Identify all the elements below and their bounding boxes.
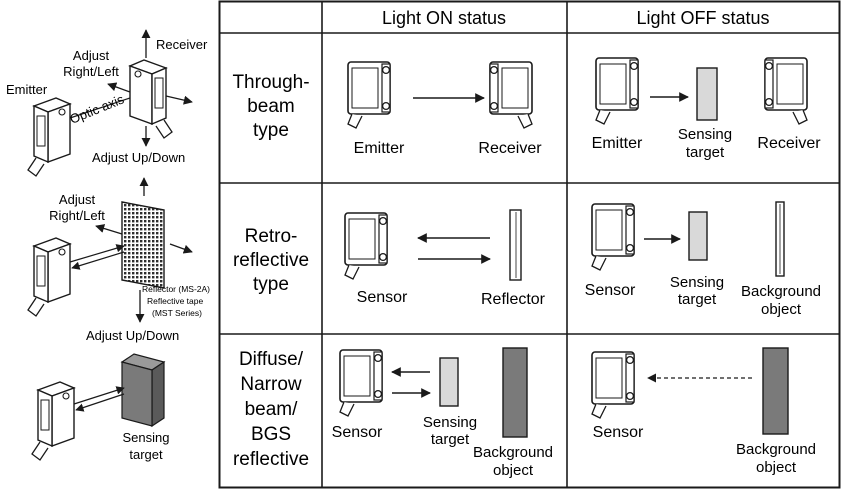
row-type-diffuse: Diffuse/ Narrow beam/ BGS reflective xyxy=(233,349,309,470)
emitted-beam-line xyxy=(73,386,125,405)
installation-guide-panel: Emitter Receiver Adjust Right/Left Optic… xyxy=(6,29,210,462)
adjust-lr-label: Right/Left xyxy=(63,64,119,79)
adjust-arrow-right xyxy=(165,95,193,105)
type-line: beam/ xyxy=(245,399,299,420)
diffuse-installation: Sensing target xyxy=(31,353,170,462)
type-line: reflective xyxy=(233,250,309,271)
through-beam-on: Emitter Receiver xyxy=(347,61,542,157)
background-label: Background xyxy=(473,444,553,461)
target-label: target xyxy=(431,431,470,448)
reflector xyxy=(509,209,522,281)
receiver-label: Receiver xyxy=(757,135,821,152)
header-light-on: Light ON status xyxy=(382,8,506,28)
sensor-icon xyxy=(591,203,635,271)
target-label: Sensing xyxy=(423,414,477,431)
sensing-target xyxy=(688,211,708,261)
sensing-target-block xyxy=(121,361,153,427)
type-line: BGS xyxy=(251,424,291,445)
sensor-label: Sensor xyxy=(357,289,408,306)
background-object xyxy=(762,347,789,435)
optic-axis-line xyxy=(69,97,131,119)
adjust-arrow-right xyxy=(169,243,193,254)
reflector-panel xyxy=(121,201,165,289)
sensor-label: Sensor xyxy=(585,282,636,299)
sensor-icon xyxy=(27,237,71,317)
background-label: Background xyxy=(736,441,816,458)
type-line: beam xyxy=(247,96,295,117)
reflector-label: Reflector xyxy=(481,291,546,308)
table-border xyxy=(218,0,841,489)
emitted-beam-line xyxy=(69,244,125,263)
reflector-note: (MST Series) xyxy=(152,308,202,318)
type-line: reflective xyxy=(233,449,309,470)
adjust-lr-label: Right/Left xyxy=(49,208,105,223)
sensing-target xyxy=(439,357,459,407)
adjust-lr-label: Adjust xyxy=(59,192,96,207)
reflector-note: Reflective tape xyxy=(147,296,203,306)
emitter-label: Emitter xyxy=(354,140,405,157)
emitter-sensor-icon xyxy=(27,97,71,177)
sensor-icon xyxy=(339,349,383,417)
adjust-arrow-left xyxy=(95,224,123,235)
adjust-ud-label: Adjust Up/Down xyxy=(86,328,179,343)
background-label: Background xyxy=(741,283,821,300)
background-label: object xyxy=(756,459,797,476)
type-line: Retro- xyxy=(245,226,298,247)
receiver-sensor-icon xyxy=(129,59,173,139)
background-label: object xyxy=(493,462,534,479)
background-object xyxy=(502,347,528,438)
sensor-icon xyxy=(31,381,75,461)
type-line: Narrow xyxy=(240,374,302,395)
row-type-through-beam: Through- beam type xyxy=(232,72,309,141)
target-label: Sensing xyxy=(670,274,724,291)
type-line: type xyxy=(253,274,289,295)
returned-beam-line xyxy=(71,251,125,270)
type-line: Diffuse/ xyxy=(239,349,304,370)
type-line: type xyxy=(253,120,289,141)
sensing-target-block xyxy=(151,360,165,428)
retro-reflective-off: Sensor Sensing target Background object xyxy=(585,201,821,318)
through-beam-installation: Emitter Receiver Adjust Right/Left Optic… xyxy=(6,29,208,177)
emitter-label: Emitter xyxy=(6,82,48,97)
emitter-label: Emitter xyxy=(592,135,643,152)
receiver-label: Receiver xyxy=(156,37,208,52)
receiver-sensor-icon xyxy=(764,57,808,125)
background-label: object xyxy=(761,301,802,318)
returned-beam-line xyxy=(75,393,125,412)
adjust-lr-label: Adjust xyxy=(73,48,110,63)
type-line: Through- xyxy=(232,72,309,93)
through-beam-off: Emitter Sensing target Receiver xyxy=(592,57,821,161)
emitter-sensor-icon xyxy=(595,57,639,125)
sensor-label: Sensor xyxy=(332,424,383,441)
sensing-target xyxy=(696,67,718,121)
sensor-label: Sensor xyxy=(593,424,644,441)
diffuse-off: Sensor Background object xyxy=(591,347,816,476)
sensor-icon xyxy=(344,212,388,280)
adjust-arrow-left xyxy=(107,82,131,93)
emitter-sensor-icon xyxy=(347,61,391,129)
sensor-icon xyxy=(591,351,635,419)
sensing-type-table: Light ON status Light OFF status Through… xyxy=(218,0,841,489)
target-label: target xyxy=(129,447,163,462)
target-label: Sensing xyxy=(678,126,732,143)
header-light-off: Light OFF status xyxy=(636,8,769,28)
reflector-note: Reflector (MS-2A) xyxy=(142,284,210,294)
receiver-label: Receiver xyxy=(478,140,542,157)
target-label: Sensing xyxy=(123,430,170,445)
adjust-ud-label: Adjust Up/Down xyxy=(92,150,185,165)
retro-reflective-on: Sensor Reflector xyxy=(344,209,546,308)
retro-reflective-installation: Adjust Right/Left Reflector (MS-2A) Refl… xyxy=(27,177,210,343)
target-label: target xyxy=(686,144,725,161)
row-type-retro-reflective: Retro- reflective type xyxy=(233,226,309,295)
diffuse-on: Sensor Sensing target Background object xyxy=(332,347,553,479)
receiver-sensor-icon xyxy=(489,61,533,129)
optic-axis-label: Optic axis xyxy=(68,91,127,126)
target-label: target xyxy=(678,291,717,308)
